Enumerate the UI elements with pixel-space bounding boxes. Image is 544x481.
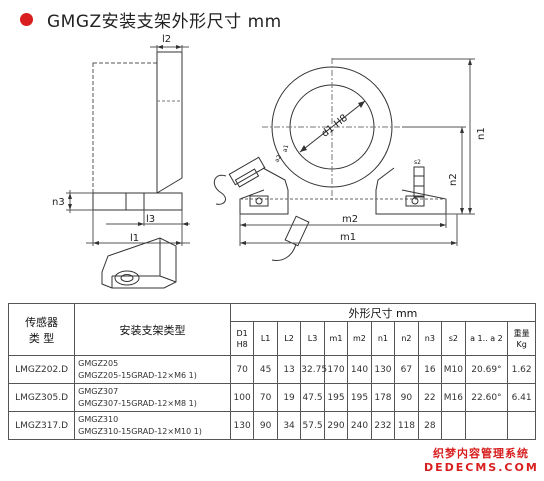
cell-value: 1.62 xyxy=(507,355,536,384)
cell-value xyxy=(441,411,466,440)
cell-value: 47.5 xyxy=(300,383,325,412)
bracket-model-line: GMGZ310-15GRAD-12×M10 1) xyxy=(78,426,202,436)
cell-value: 290 xyxy=(323,411,349,440)
table-header-row-1: 传感器类 型 安装支架类型 外形尺寸 mm xyxy=(7,303,537,356)
title-row: GMGZ安装支架外形尺寸 mm xyxy=(20,8,282,32)
cell-sensor: LMGZ305.D xyxy=(7,383,76,412)
dim-l2: l2 xyxy=(162,34,171,45)
cell-value: 90 xyxy=(394,383,419,412)
cell-value xyxy=(507,411,536,440)
front-view-sensor xyxy=(239,58,447,215)
cell-value: 232 xyxy=(370,411,396,440)
red-bullet-icon xyxy=(20,12,33,26)
watermark-logo: 织梦内容管理系统 DEDECMS.COM xyxy=(424,446,538,479)
dim-d1-h8: d1 H8 xyxy=(320,113,350,140)
dim-a2: a2 xyxy=(273,154,283,164)
bracket-model-line: GMGZ307 xyxy=(78,386,119,396)
col-header-m1: m1 xyxy=(323,321,349,356)
bracket-model-line: GMGZ205 xyxy=(78,358,119,368)
col-header-n2: n2 xyxy=(394,321,419,356)
cell-value: 195 xyxy=(347,383,372,412)
header-dims: 外形尺寸 mm xyxy=(229,303,537,322)
cell-value: 45 xyxy=(253,355,278,384)
dim-n2: n2 xyxy=(448,173,459,186)
cell-value: 70 xyxy=(229,355,255,384)
watermark-line1: 织梦内容管理系统 xyxy=(433,447,529,460)
cell-value: 6.41 xyxy=(507,383,536,412)
cell-value: 19 xyxy=(276,383,302,412)
technical-drawing: l2 n3 l3 l1 d1 H8 a1 a2 s2 n1 n2 m2 m1 xyxy=(52,34,487,289)
cell-value: 13 xyxy=(276,355,302,384)
col-header-n1: n1 xyxy=(370,321,396,356)
col-header-m2: m2 xyxy=(347,321,372,356)
header-sensor-type: 传感器类 型 xyxy=(7,303,76,356)
cell-value: 130 xyxy=(370,355,396,384)
cell-value: 70 xyxy=(253,383,278,412)
cell-value: 140 xyxy=(347,355,372,384)
cell-value: 240 xyxy=(347,411,372,440)
cell-value: 118 xyxy=(394,411,419,440)
side-view-bracket xyxy=(92,51,183,211)
col-header-l3: L3 xyxy=(300,321,325,356)
cell-value: 90 xyxy=(253,411,278,440)
cell-value: 32.75 xyxy=(300,355,327,384)
dim-l3: l3 xyxy=(146,214,155,225)
col-header-l2: L2 xyxy=(276,321,302,356)
bracket-iso-view xyxy=(101,237,177,289)
cell-sensor: LMGZ317.D xyxy=(7,411,76,440)
cell-value: M16 xyxy=(441,383,466,412)
cell-value: M10 xyxy=(441,355,466,384)
cell-value: 170 xyxy=(323,355,349,384)
dim-l1: l1 xyxy=(130,233,139,244)
bracket-model-line: GMGZ307-15GRAD-12×M8 1) xyxy=(78,398,197,408)
cell-value: 34 xyxy=(276,411,302,440)
dim-s2: s2 xyxy=(414,159,421,166)
col-header-s2: s2 xyxy=(441,321,466,356)
watermark-line2: DEDECMS.COM xyxy=(424,461,539,474)
cell-value: 178 xyxy=(370,383,396,412)
dim-n3: n3 xyxy=(52,197,65,208)
cell-sensor: LMGZ202.D xyxy=(7,355,76,384)
cell-value: 100 xyxy=(229,383,255,412)
dim-m1: m1 xyxy=(340,232,356,243)
col-header-n3: n3 xyxy=(417,321,443,356)
cell-value xyxy=(464,411,509,440)
col-header-angle: a 1.. a 2 xyxy=(464,321,509,356)
dim-m2: m2 xyxy=(342,214,358,225)
cell-value: 28 xyxy=(417,411,443,440)
cell-value: 130 xyxy=(229,411,255,440)
cell-value: 57.5 xyxy=(300,411,325,440)
bracket-model-line: GMGZ205-15GRAD-12×M6 1) xyxy=(78,370,197,380)
col-header-l1: L1 xyxy=(253,321,278,356)
cell-value: 20.69° xyxy=(464,355,509,384)
cell-value: 22.60° xyxy=(464,383,509,412)
page-title: GMGZ安装支架外形尺寸 mm xyxy=(47,11,282,32)
bracket-model-line: GMGZ310 xyxy=(78,414,119,424)
header-bracket-type: 安装支架类型 xyxy=(74,303,231,356)
cell-value: 22 xyxy=(417,383,443,412)
cell-value: 195 xyxy=(323,383,349,412)
cable-connectors xyxy=(213,156,310,261)
cell-value: 16 xyxy=(417,355,443,384)
cell-value: 67 xyxy=(394,355,419,384)
dim-n1: n1 xyxy=(476,127,487,140)
dim-a1: a1 xyxy=(282,144,291,153)
